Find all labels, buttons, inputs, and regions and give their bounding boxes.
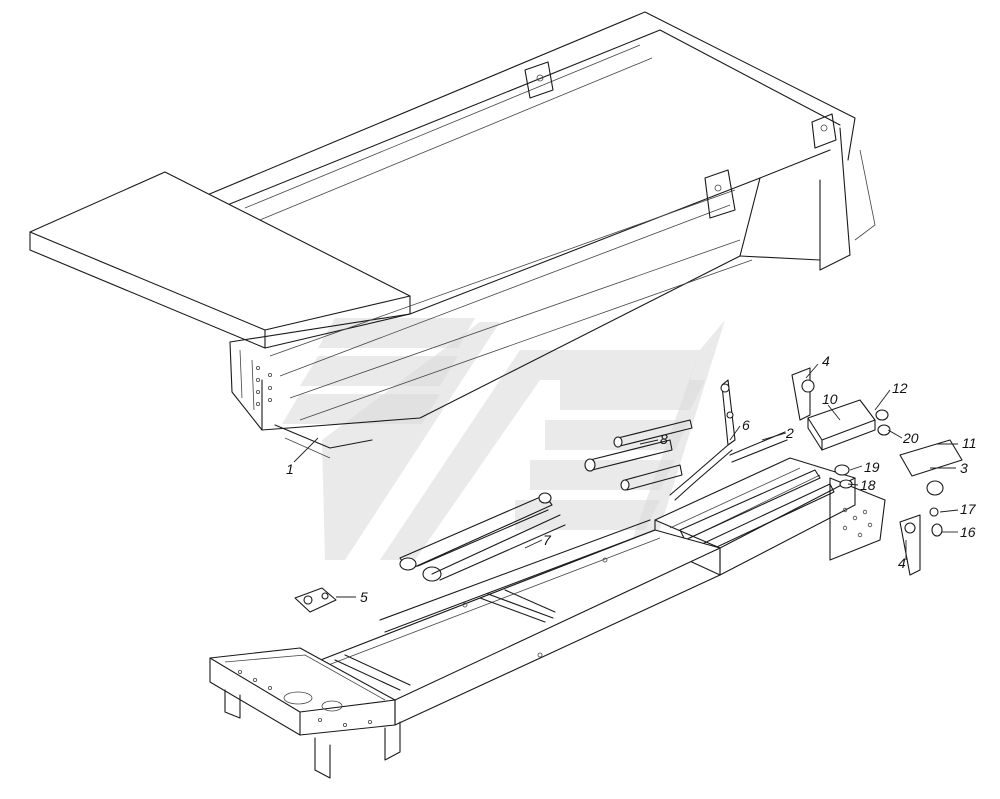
callout-7: 7 <box>543 532 552 548</box>
dump-body <box>29 11 876 459</box>
callout-5: 5 <box>360 589 368 605</box>
callout-4-top: 4 <box>822 353 830 369</box>
callout-8: 8 <box>660 431 668 447</box>
rear-frame-rivets <box>237 670 372 728</box>
callout-17: 17 <box>960 501 977 517</box>
subframe <box>654 457 886 576</box>
callout-16: 16 <box>960 524 976 540</box>
chassis-frame <box>209 519 721 779</box>
callout-12: 12 <box>892 380 908 396</box>
callout-1: 1 <box>286 461 294 477</box>
callout-6: 6 <box>742 417 750 433</box>
callout-19: 19 <box>864 459 880 475</box>
part-5-bracket <box>294 587 337 613</box>
watermark-logo <box>282 318 725 560</box>
callout-10: 10 <box>822 391 838 407</box>
leader-lines <box>293 363 959 598</box>
right-hardware <box>791 367 963 576</box>
callout-labels: 1 2 3 4 4 5 6 7 8 10 11 12 16 17 18 19 2… <box>286 353 977 605</box>
lift-cylinder <box>399 492 566 582</box>
callout-20: 20 <box>902 430 919 446</box>
callout-3: 3 <box>960 460 968 476</box>
front-post-rivets <box>255 365 272 406</box>
callout-2: 2 <box>785 425 794 441</box>
callout-4-bottom: 4 <box>898 555 906 571</box>
subframe-rivets <box>842 507 873 538</box>
callout-18: 18 <box>860 477 876 493</box>
callout-11: 11 <box>962 435 977 451</box>
pin-group-8 <box>584 419 693 491</box>
